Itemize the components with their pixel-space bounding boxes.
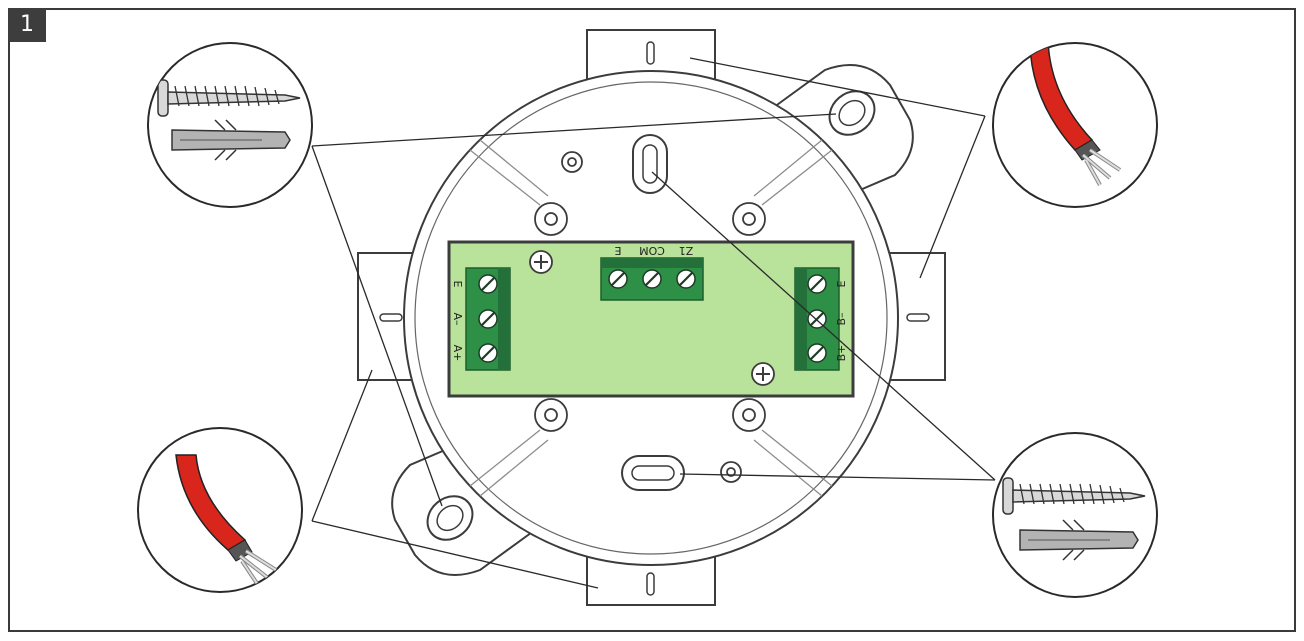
terminal-block-right bbox=[794, 267, 840, 371]
terminal-label-left-e: E bbox=[451, 281, 464, 288]
pcb-screw-icon bbox=[529, 250, 553, 274]
callout-cable-top-right bbox=[992, 42, 1158, 208]
figure-frame bbox=[8, 8, 1296, 632]
figure-number: 1 bbox=[8, 8, 46, 42]
terminal-block-top bbox=[600, 257, 704, 301]
screw-icon bbox=[157, 79, 301, 117]
leader-lines bbox=[311, 57, 996, 589]
terminal-label-right-b-minus: B– bbox=[835, 312, 848, 325]
terminal-label-right-e: E bbox=[835, 280, 848, 287]
terminal-label-top-com: COM bbox=[639, 244, 665, 257]
pcb-screw-icon bbox=[751, 362, 775, 386]
terminal-label-left-a-minus: A– bbox=[451, 312, 464, 325]
callout-cable-bottom-left bbox=[137, 427, 303, 593]
pcb: E A– A+ E COM Z1 E B– B+ bbox=[447, 240, 855, 398]
cable-icon bbox=[175, 454, 278, 587]
screw-icon bbox=[1002, 477, 1146, 515]
terminal-label-left-a-plus: A+ bbox=[451, 345, 464, 362]
wall-plug-icon bbox=[171, 119, 291, 161]
callout-screw-and-plug-top-left bbox=[147, 42, 313, 208]
cable-icon bbox=[1029, 43, 1122, 186]
terminal-label-top-z1: Z1 bbox=[679, 244, 694, 257]
terminal-label-top-e: E bbox=[614, 244, 621, 257]
terminal-label-right-b-plus: B+ bbox=[835, 345, 848, 362]
wall-plug-icon bbox=[1019, 519, 1139, 561]
callout-screw-and-plug-bottom-right bbox=[992, 432, 1158, 598]
terminal-block-left bbox=[465, 267, 511, 371]
